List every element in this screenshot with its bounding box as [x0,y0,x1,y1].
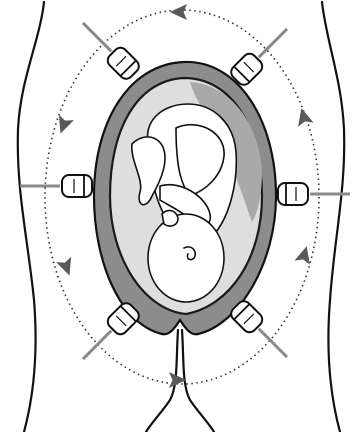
arrow-top [171,5,186,19]
direction-arrow-icon [171,5,186,19]
probe-bottom-left [75,300,141,366]
right-torso-edge [322,2,344,432]
probe-top-right [228,21,294,87]
probe-mid-right [278,183,350,205]
fetus-head [148,214,224,302]
probe-beam [259,329,287,357]
arrow-lower-right [296,245,313,263]
direction-arrow-icon [296,245,313,263]
direction-arrow-icon [170,373,185,387]
arrow-lower-left [57,258,75,277]
left-torso-edge [18,2,44,432]
ultrasound-probe-icon [278,183,308,205]
right-inner-thigh [182,330,214,432]
probe-beam [83,23,111,51]
probe-mid-left [20,175,92,197]
direction-arrow-icon [57,258,75,277]
ultrasound-probe-icon [62,175,92,197]
probe-bottom-right [228,298,294,364]
probe-beam [259,29,287,57]
fetus-hand [162,211,178,226]
direction-arrow-icon [295,107,312,125]
probe-top-left [75,15,141,81]
arrow-bottom [170,373,185,387]
probe-beam [83,331,111,359]
arrow-upper-right [295,107,312,125]
